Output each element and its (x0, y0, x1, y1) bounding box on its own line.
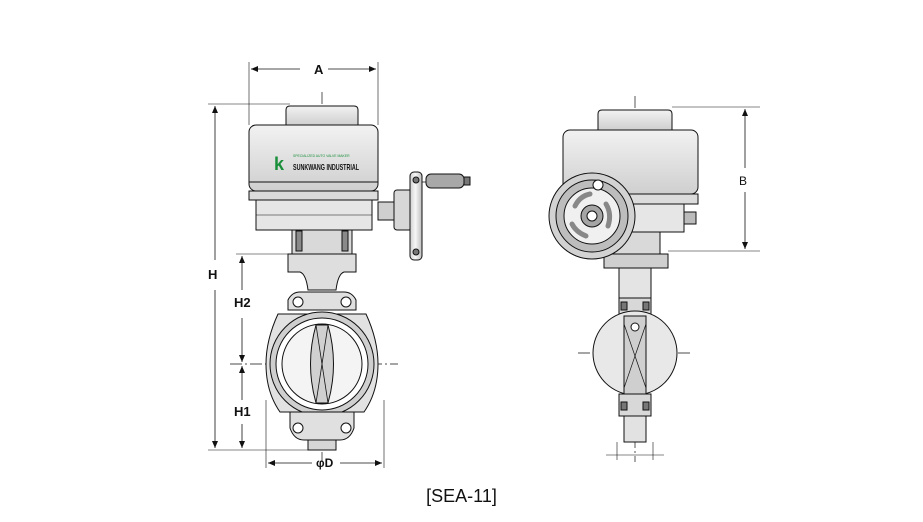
dimension-h-label: H (208, 267, 217, 282)
dimension-b-label: B (739, 174, 747, 188)
handwheel-icon (377, 171, 471, 261)
svg-text:SUNKWANG INDUSTRIAL: SUNKWANG INDUSTRIAL (293, 162, 359, 172)
dimension-h1-label: H1 (234, 404, 251, 419)
side-dimensions (606, 106, 760, 460)
front-view: k SPECIALIZED AUTO VALVE MAKER SUNKWANG … (230, 92, 471, 462)
front-dimensions (208, 62, 385, 468)
handwheel-face-icon (548, 172, 636, 260)
svg-text:SPECIALIZED AUTO VALVE MAKER: SPECIALIZED AUTO VALVE MAKER (293, 154, 350, 158)
side-view (548, 96, 699, 462)
dimension-a-label: A (314, 62, 324, 77)
brand-logo: k SPECIALIZED AUTO VALVE MAKER SUNKWANG … (274, 154, 359, 174)
dimension-h2-label: H2 (234, 295, 251, 310)
figure-caption: [SEA-11] (426, 486, 497, 506)
dimension-d-label: φD (316, 456, 334, 470)
svg-text:k: k (274, 154, 285, 174)
